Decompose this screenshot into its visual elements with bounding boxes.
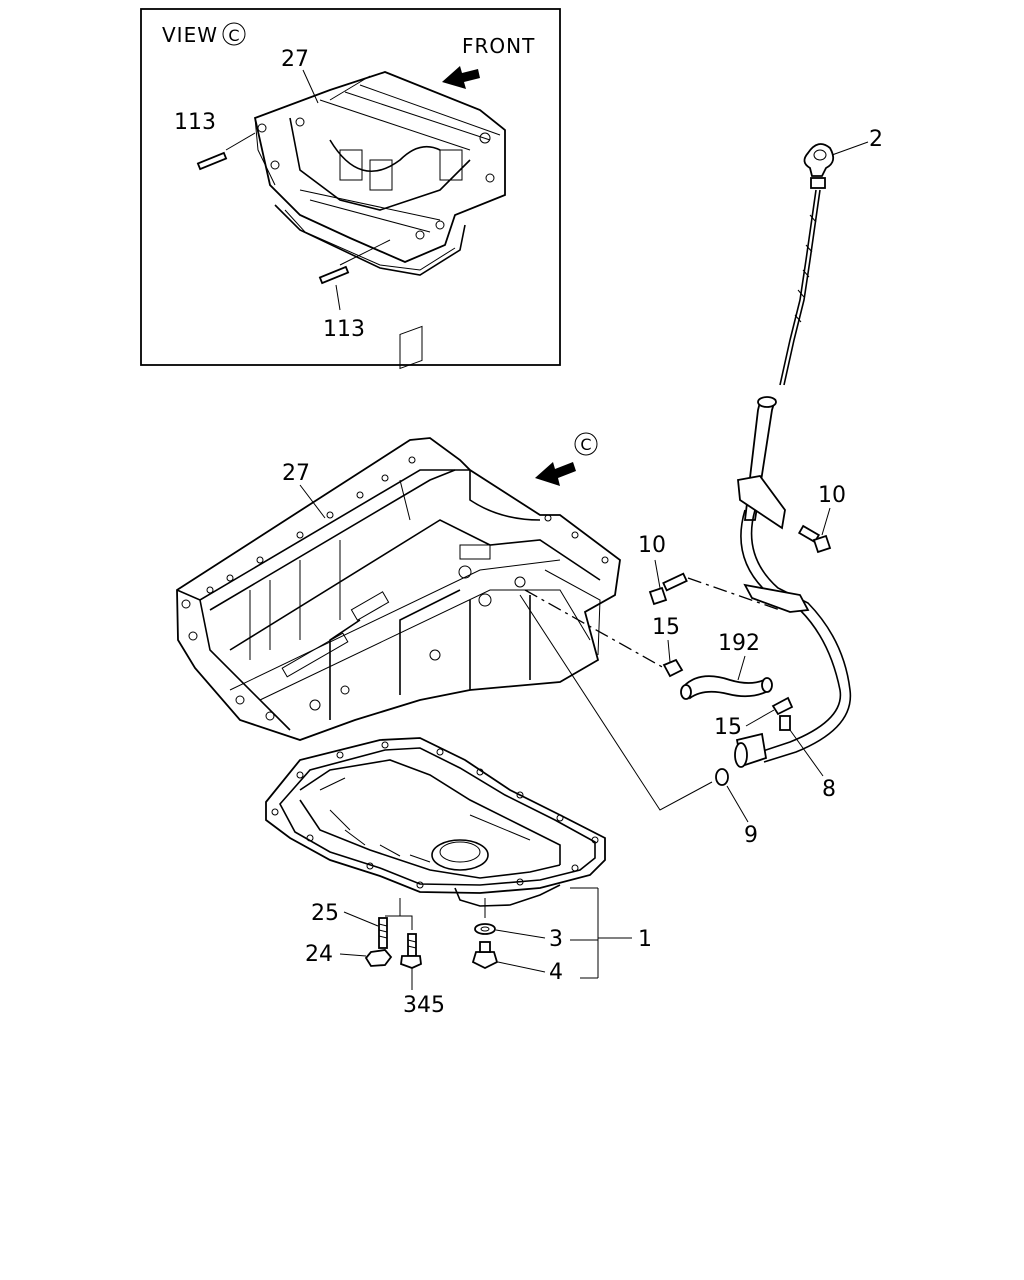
bracket-1 (570, 887, 632, 979)
view-marker: C (580, 435, 591, 454)
callout-345: 345 (403, 993, 445, 1018)
callout-8: 8 (822, 777, 836, 802)
bolt-block (648, 572, 688, 606)
callout-4: 4 (549, 960, 563, 985)
inset-front-arrow-icon (442, 66, 480, 89)
callout-15-lower: 15 (714, 715, 742, 740)
callout-25: 25 (311, 901, 339, 926)
callout-27: 27 (282, 461, 310, 486)
view-direction-arrow-icon (535, 462, 576, 486)
inset-cylinder-block (253, 71, 506, 276)
hose-clip-lower (771, 696, 794, 716)
lower-crankcase (176, 325, 621, 741)
inset-callout-113-top: 113 (174, 110, 216, 135)
callout-10-right: 10 (818, 483, 846, 508)
callout-1: 1 (638, 927, 652, 952)
callout-3: 3 (549, 927, 563, 952)
drain-plug (471, 941, 499, 970)
pipe-bolt (779, 715, 791, 731)
inset-view-label: VIEW (162, 23, 218, 47)
inset-leader-113-bottom (339, 239, 391, 266)
inset-leader-113-top (225, 132, 256, 151)
inset-view-symbol: C (228, 26, 239, 45)
inset-callout-27: 27 (281, 47, 309, 72)
oil-level-gauge-guide (734, 396, 852, 768)
o-ring (715, 768, 729, 786)
callout-15-upper: 15 (652, 615, 680, 640)
inset-leader-27 (302, 69, 319, 104)
inset-front-label: FRONT (462, 34, 535, 58)
bolt-guide-bracket (797, 524, 832, 554)
inset-view-symbol-circle (222, 22, 246, 46)
nut (364, 949, 393, 967)
stud-bolt (378, 917, 388, 949)
inset-view-c: VIEW C FRONT (140, 8, 561, 366)
flange-bolt (400, 933, 422, 969)
hose (680, 675, 773, 700)
inset-pin-upper (196, 151, 228, 171)
oil-level-gauge (779, 143, 835, 386)
callout-9: 9 (744, 823, 758, 848)
oil-pan (265, 737, 606, 907)
install-line-guide (519, 594, 713, 811)
inset-callout-113-bottom: 113 (323, 317, 365, 342)
callout-10-left: 10 (638, 533, 666, 558)
callout-24: 24 (305, 942, 333, 967)
view-marker-circle (574, 432, 598, 456)
install-line-bolt (687, 577, 781, 611)
hose-clip-upper (662, 658, 684, 678)
callout-2: 2 (869, 127, 883, 152)
inset-pin-lower (318, 265, 350, 285)
drain-washer (474, 923, 496, 935)
callout-192: 192 (718, 631, 760, 656)
